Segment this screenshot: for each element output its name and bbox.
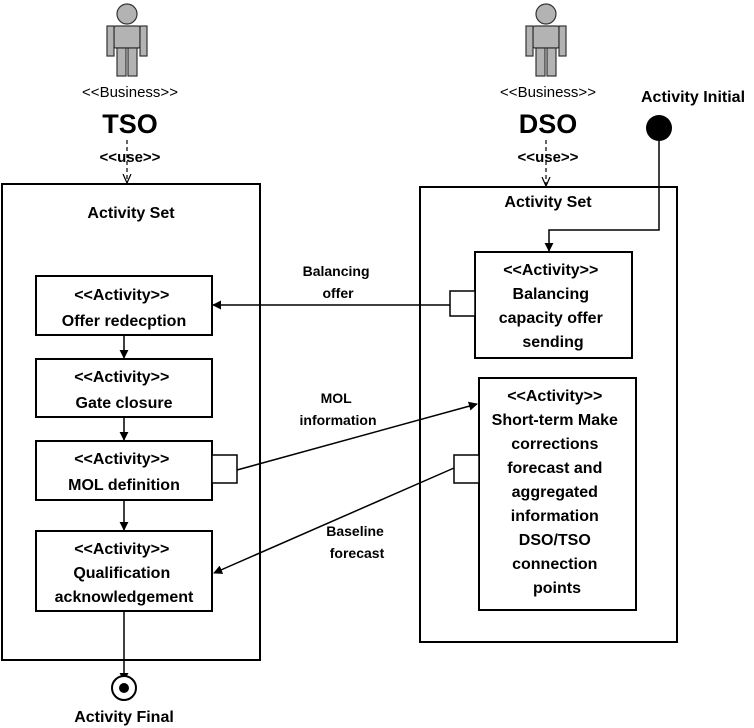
flow-mol-information <box>236 401 478 471</box>
pin-mol-information-out <box>211 454 238 484</box>
activity-initial-label: Activity Initial <box>641 89 745 106</box>
activity-mol-definition-text: <<Activity>> MOL definition <box>68 451 180 494</box>
flow-baseline-forecast <box>213 467 455 574</box>
tso-actor-icon <box>106 3 148 77</box>
tso-use-label: <<use>> <box>100 149 161 166</box>
activity-final-label: Activity Final <box>74 709 174 726</box>
dso-stereotype: <<Business>> <box>500 84 596 101</box>
dso-set-title: Activity Set <box>504 194 592 211</box>
flow-mol-information-label: MOL information <box>300 390 377 428</box>
activity-gate-closure <box>35 358 213 418</box>
activity-final-node-core <box>119 683 129 693</box>
dso-name: DSO <box>519 109 578 139</box>
flow-initial-to-balancing <box>544 141 660 252</box>
activity-offer-redecption-text: <<Activity>> Offer redecption <box>62 287 186 330</box>
tso-name: TSO <box>102 109 158 139</box>
flow-baseline-forecast-label: Baseline forecast <box>326 523 387 561</box>
activity-balancing-capacity-offer-sending <box>474 251 633 359</box>
activity-balancing-capacity-offer-sending-text: <<Activity>> Balancing capacity offer se… <box>499 262 608 351</box>
activity-short-term-forecast-text: <<Activity>> Short-term Make corrections… <box>492 388 623 597</box>
dso-use-label: <<use>> <box>518 149 579 166</box>
activity-offer-redecption <box>35 275 213 336</box>
dso-actor-icon <box>525 3 567 77</box>
pin-balancing-offer-out <box>449 290 476 317</box>
activity-gate-closure-text: <<Activity>> Gate closure <box>74 369 174 412</box>
tso-stereotype: <<Business>> <box>82 84 178 101</box>
activity-short-term-forecast <box>478 377 637 611</box>
flow-balancing-offer-label: Balancing offer <box>303 263 374 301</box>
pin-baseline-forecast-out <box>453 454 480 484</box>
tso-set-title: Activity Set <box>87 205 175 222</box>
activity-initial-node <box>646 115 672 141</box>
activity-qualification-acknowledgement-text: <<Activity>> Qualification acknowledgeme… <box>55 541 194 606</box>
